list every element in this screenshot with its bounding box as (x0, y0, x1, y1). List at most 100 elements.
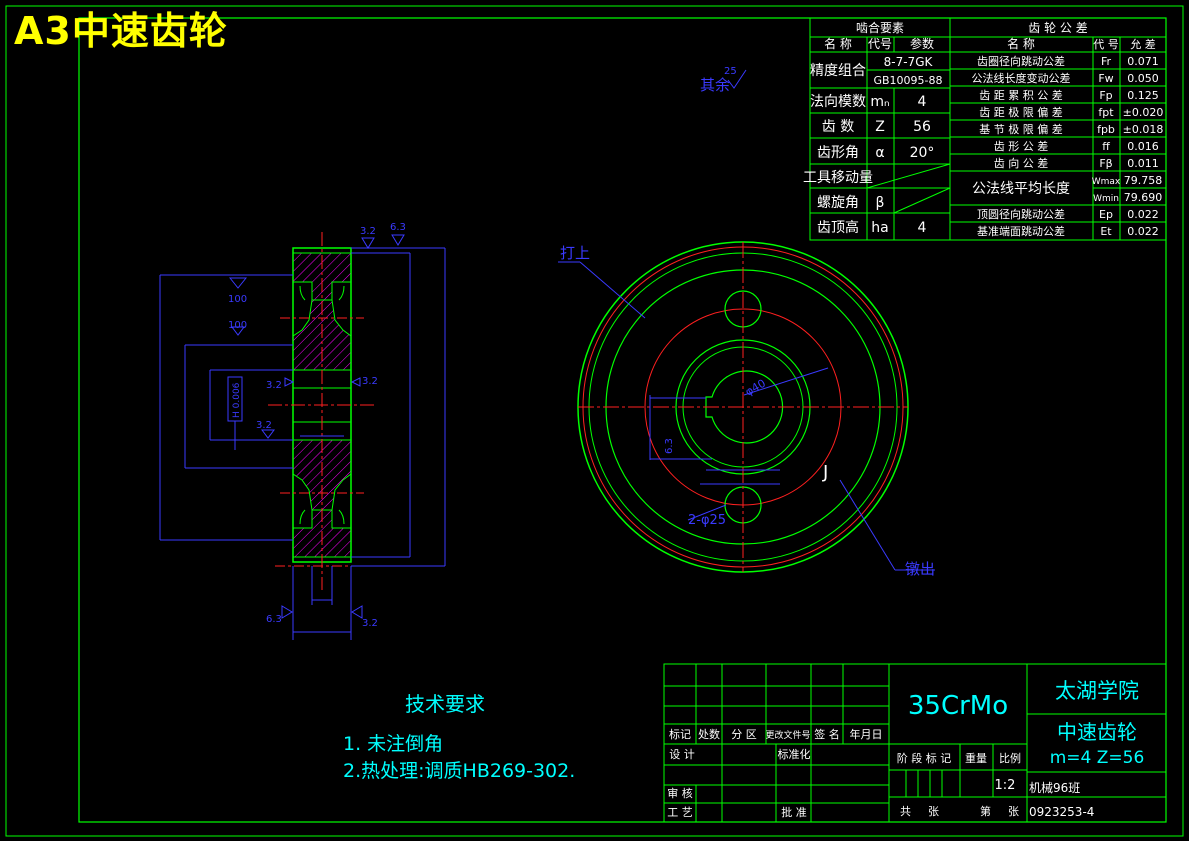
tb-approve: 批 准 (781, 805, 807, 819)
other-roughness-note: 其余 (700, 76, 730, 94)
label-j: J (822, 462, 828, 483)
tol-r0-val: 0.071 (1127, 55, 1159, 68)
params-r2-code: Z (875, 119, 885, 135)
tol-r5-code: ff (1102, 140, 1110, 153)
params-r3-val: 20° (910, 145, 935, 161)
tol-r1-code: Fw (1098, 72, 1113, 85)
section-view: 100 100 3.2 6.3 3.2 3.2 3.2 6.3 3.2 H 0.… (159, 222, 446, 640)
tol-r10-code: Et (1100, 225, 1112, 238)
tb-col-sign: 签 名 (814, 727, 840, 741)
tb-standard: 标准化 (778, 747, 811, 761)
tol-r5-val: 0.016 (1127, 140, 1159, 153)
tol-r7-val: 79.758 (1124, 174, 1163, 187)
tb-page: 第 (980, 804, 991, 818)
tb-col-docno: 更改文件号 (765, 729, 810, 741)
rough-32-c: 3.2 (362, 376, 378, 387)
tol-r7-code: Wmax (1092, 177, 1121, 187)
tb-total: 共 (900, 805, 911, 818)
params-r2-name: 齿 数 (822, 119, 854, 135)
params-r5-name: 螺旋角 (817, 195, 859, 211)
tol-r1-val: 0.050 (1127, 72, 1159, 85)
tb-material: 35CrMo (908, 691, 1008, 721)
params-h-code: 代号 (868, 37, 892, 51)
tol-r6-val: 0.011 (1127, 157, 1159, 170)
tol-r3-code: fpt (1098, 106, 1114, 119)
tb-review: 审 核 (667, 786, 693, 800)
tol-r10-val: 0.022 (1127, 225, 1159, 238)
params-r0-name: 精度组合 (810, 63, 866, 79)
front-view (558, 241, 935, 573)
tol-r3-val: ±0.020 (1123, 106, 1164, 119)
tol-r2-code: Fp (1099, 89, 1112, 102)
tol-r9-code: Ep (1099, 208, 1113, 221)
params-r1-code: mₙ (870, 94, 889, 110)
tol-r0-code: Fr (1101, 55, 1112, 68)
params-r1-name: 法向模数 (810, 94, 866, 110)
tb-col-date: 年月日 (850, 727, 883, 741)
tol-r1-name: 公法线长度变动公差 (972, 71, 1071, 85)
params-r6-code: ha (871, 220, 888, 236)
tol-r9-val: 0.022 (1127, 208, 1159, 221)
sheet-label: A3中速齿轮 (14, 9, 228, 53)
phi40-label: φ40 (743, 377, 768, 399)
outer-frame (5, 5, 1184, 837)
tol-r5-name: 齿 形 公 差 (994, 139, 1049, 153)
tol-r10-name: 基准端面跳动公差 (977, 224, 1065, 238)
rough-32-b: 3.2 (266, 380, 282, 391)
tolerance-table-text: 齿 轮 公 差 名 称 代 号 允 差 齿圈径向跳动公差 Fr 0.071 公法… (972, 21, 1164, 238)
params-r3-code: α (875, 145, 884, 161)
tb-process: 工 艺 (667, 806, 693, 819)
tol-r4-val: ±0.018 (1123, 123, 1164, 136)
params-r1-val: 4 (918, 94, 927, 110)
rough-32-e: 3.2 (362, 618, 378, 629)
tol-r7-name: 公法线平均长度 (972, 181, 1070, 197)
inner-frame (78, 17, 1167, 823)
rough-63-c: 6.3 (664, 438, 675, 454)
params-table-text: 啮合要素 名 称 代号 参数 精度组合 8-7-7GK GB10095-88 法… (803, 20, 943, 236)
mark-out: 镦出 (905, 560, 935, 578)
tol-h-val: 允 差 (1130, 37, 1156, 51)
tb-drawing-no: 0923253-4 (1029, 805, 1094, 819)
tb-col-mark: 标记 (669, 727, 691, 741)
keyed-bore (705, 370, 784, 444)
tb-col-zone: 分 区 (731, 728, 757, 741)
tb-spec: m=4 Z=56 (1050, 748, 1145, 768)
tol-title: 齿 轮 公 差 (1028, 21, 1087, 35)
tol-r8-code: Wmin (1093, 194, 1119, 204)
tol-r9-name: 顶圆径向跳动公差 (977, 207, 1065, 221)
tb-sheets: 张 (928, 805, 939, 818)
other-roughness-value: 25 (724, 66, 737, 77)
dim-100-a: 100 (228, 294, 247, 305)
tech-req-item-1: 1. 未注倒角 (343, 733, 443, 755)
tol-r0-name: 齿圈径向跳动公差 (977, 54, 1065, 68)
rough-63-a: 6.3 (390, 222, 406, 233)
tb-school: 太湖学院 (1055, 679, 1139, 703)
params-title: 啮合要素 (856, 20, 904, 35)
tb-col-count: 处数 (698, 728, 720, 741)
params-r2-val: 56 (913, 119, 931, 135)
tol-r4-name: 基 节 极 限 偏 差 (979, 122, 1062, 136)
tb-scale: 1:2 (995, 778, 1016, 793)
tb-weight: 重量 (965, 751, 987, 765)
params-r5-code: β (876, 195, 885, 211)
tol-r3-name: 齿 距 极 限 偏 差 (979, 105, 1062, 119)
holes-label: 2-φ25 (688, 513, 726, 528)
tb-stage: 阶 段 标 记 (897, 751, 952, 765)
tol-r2-name: 齿 距 累 积 公 差 (979, 88, 1062, 102)
title-block (663, 663, 1167, 823)
tol-h-name: 名 称 (1007, 36, 1035, 51)
rough-32-a: 3.2 (360, 226, 376, 237)
tol-r6-code: Fβ (1099, 157, 1112, 170)
rough-32-d: 3.2 (256, 420, 272, 431)
params-r3-name: 齿形角 (817, 145, 859, 161)
tb-part-name: 中速齿轮 (1057, 720, 1137, 744)
params-h-name: 名 称 (824, 36, 852, 51)
tech-req-title: 技术要求 (405, 692, 485, 716)
params-r4-name: 工具移动量 (803, 170, 873, 186)
params-table (809, 17, 951, 241)
dim-100-b: 100 (228, 320, 247, 331)
other-roughness-symbol (727, 69, 747, 89)
params-r6-name: 齿顶高 (817, 219, 859, 236)
params-h-val: 参数 (910, 36, 934, 51)
